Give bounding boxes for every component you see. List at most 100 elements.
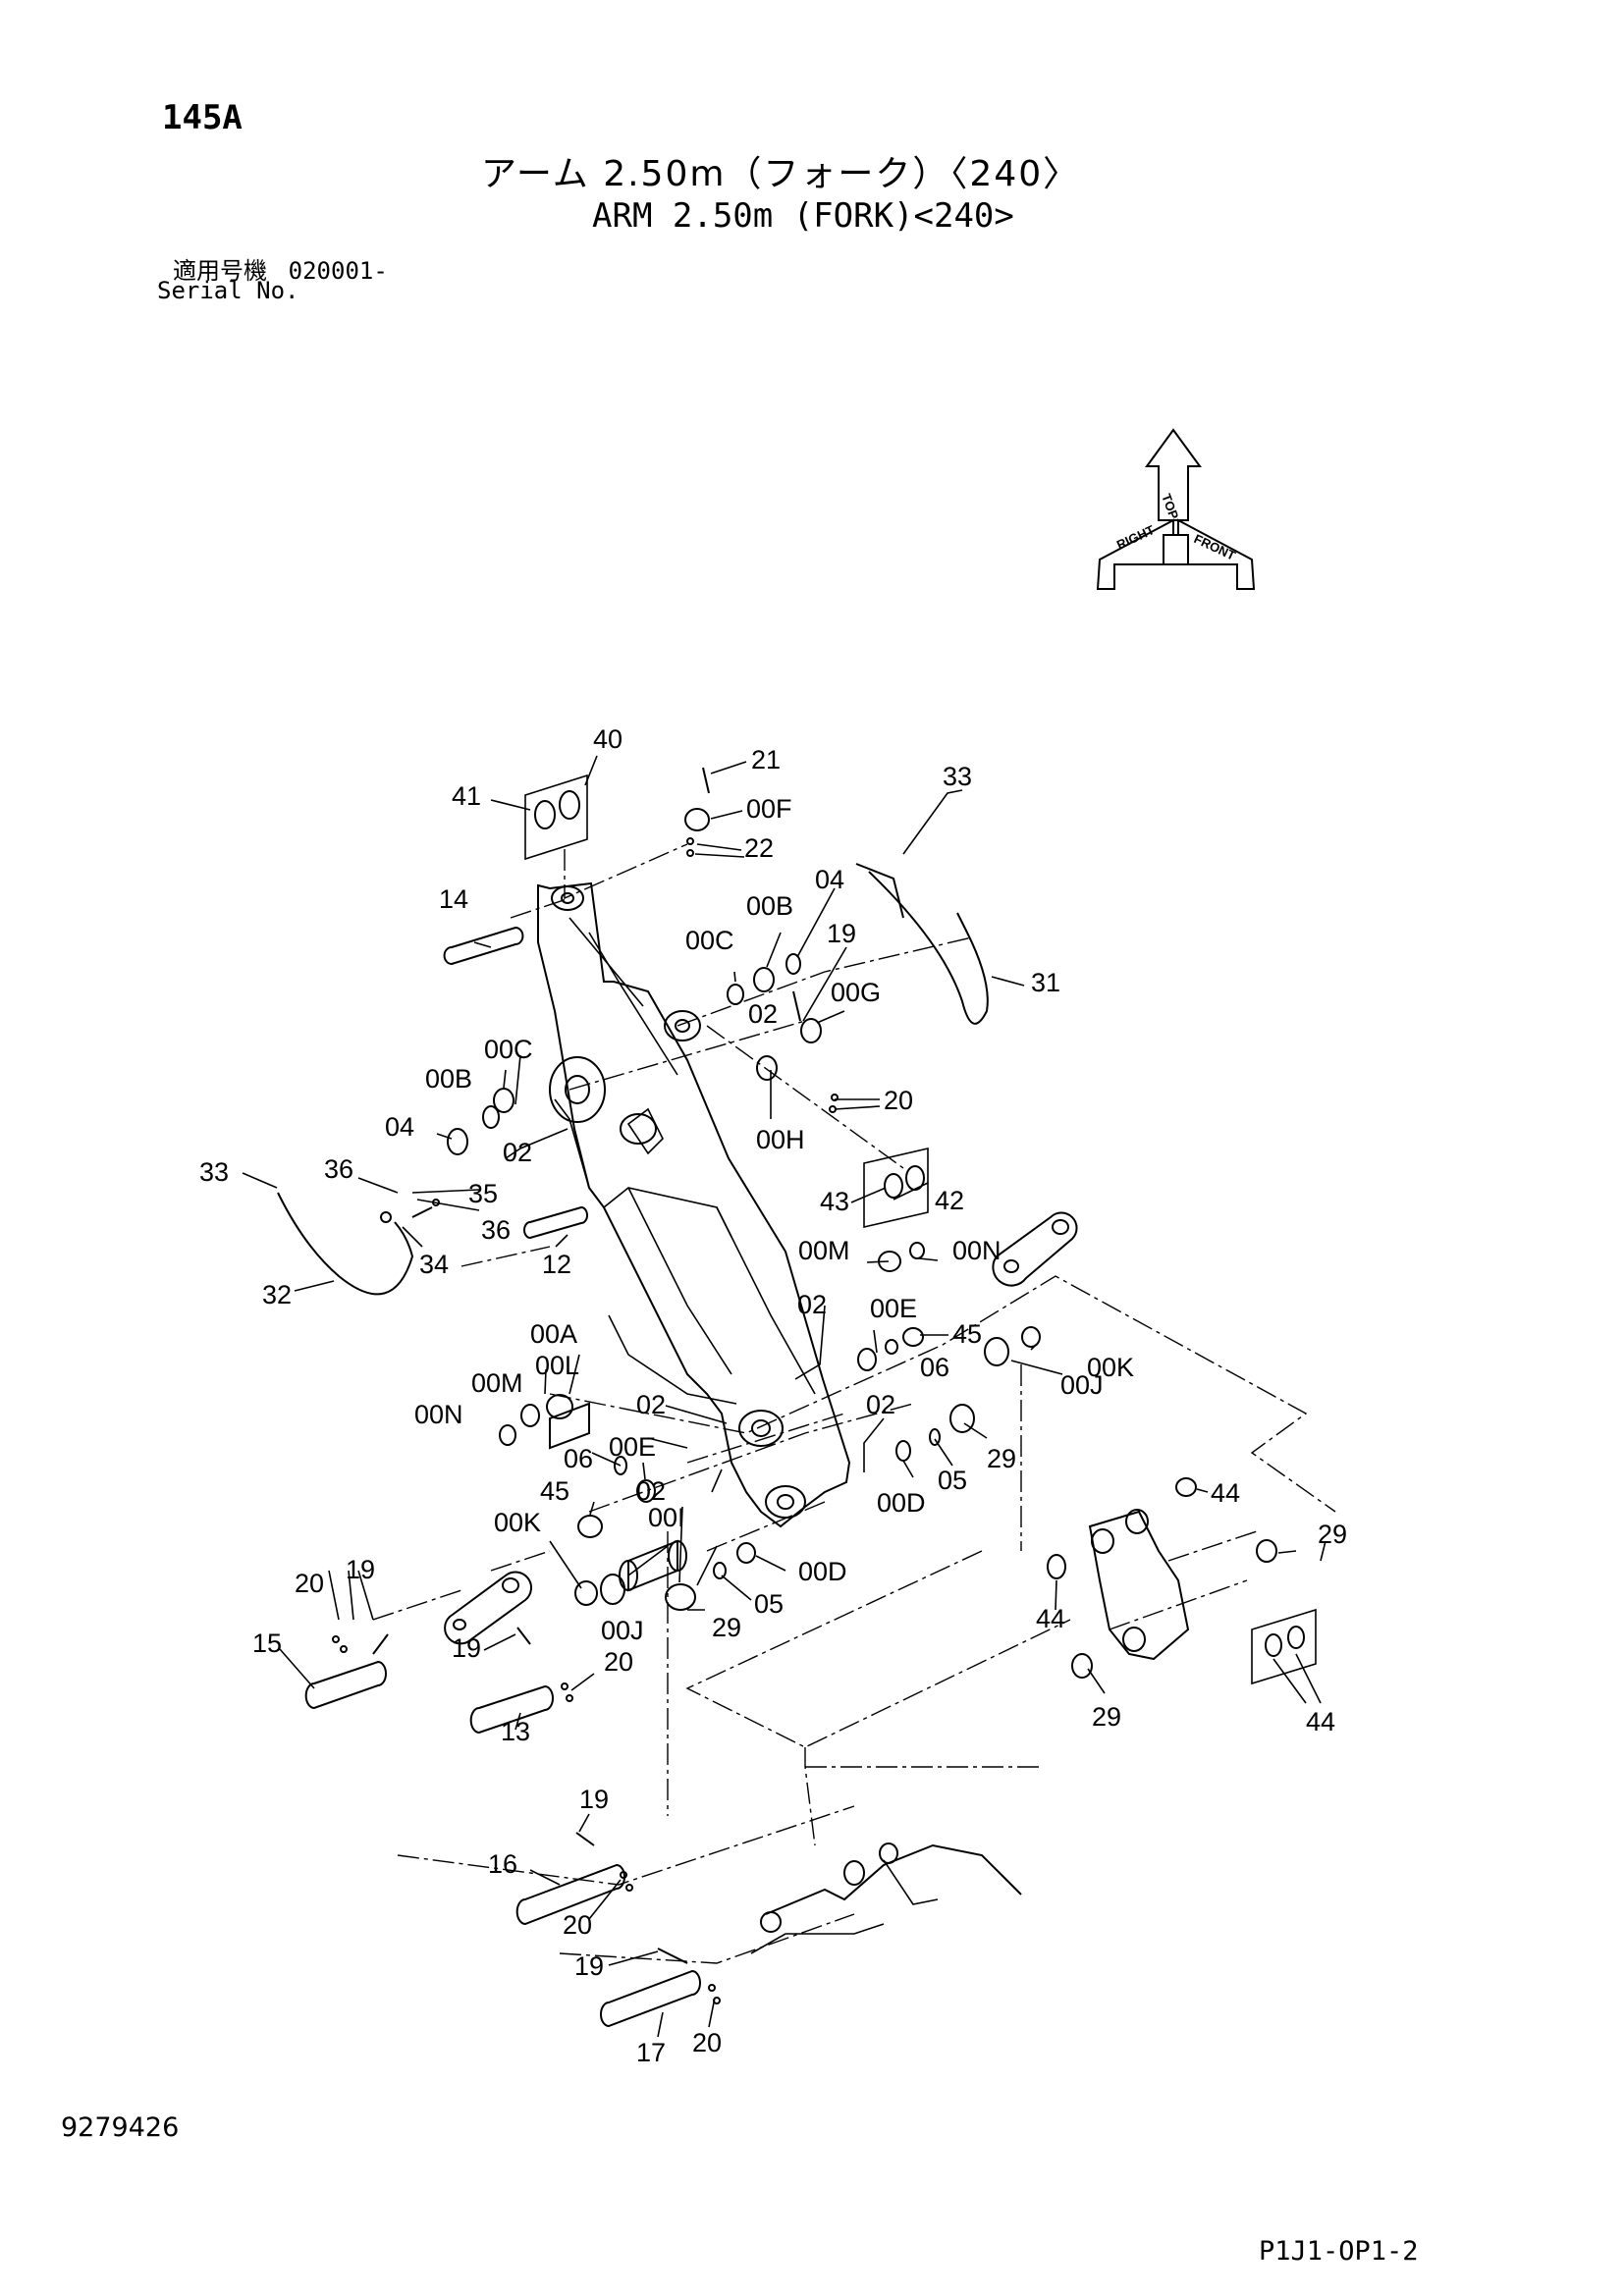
right-label: RIGHT xyxy=(1114,522,1157,553)
part-label: 36 xyxy=(481,1215,511,1245)
shim-plate-icon xyxy=(524,774,588,861)
part-label: 17 xyxy=(636,2038,666,2067)
part-label: 29 xyxy=(1318,1520,1347,1549)
part-label: 00M xyxy=(471,1368,523,1398)
leader-lines xyxy=(242,755,1326,2038)
part-label: 00C xyxy=(685,926,734,955)
orientation-indicator: TOP RIGHT FRONT xyxy=(1096,428,1256,590)
o-ring-icon xyxy=(727,984,744,1005)
part-label: 00N xyxy=(952,1236,1001,1265)
part-label: 45 xyxy=(952,1319,982,1349)
part-label: 05 xyxy=(754,1589,784,1619)
part-label: 31 xyxy=(1031,968,1060,997)
front-arrow-icon xyxy=(1163,518,1256,590)
serial-label-jp: 適用号機 xyxy=(173,257,267,285)
part-label: 22 xyxy=(744,833,774,863)
serial-label-en: Serial No. xyxy=(157,277,299,304)
part-label: 00C xyxy=(484,1035,533,1064)
seal-icon xyxy=(895,1440,911,1462)
part-label: 32 xyxy=(262,1280,292,1309)
arm-foot-pin-boss xyxy=(549,1056,606,1123)
o-ring-icon xyxy=(1071,1653,1093,1679)
part-label: 29 xyxy=(1092,1702,1121,1732)
shim-plate-icon xyxy=(863,1147,929,1229)
pin-icon xyxy=(600,1969,701,2028)
part-label: 02 xyxy=(636,1390,666,1419)
serial-applicability: 適用号機 020001- xyxy=(173,251,388,286)
document-number: 9279426 xyxy=(61,2112,180,2143)
bushing-icon xyxy=(800,1018,822,1043)
o-ring-icon xyxy=(665,1583,696,1611)
bushing-icon xyxy=(756,1055,778,1081)
arm-top-boss xyxy=(551,885,584,911)
part-label: 00K xyxy=(1087,1353,1134,1382)
part-label: 19 xyxy=(574,1951,604,1981)
pin-icon xyxy=(792,990,801,1022)
part-label: 34 xyxy=(419,1250,449,1279)
part-label: 19 xyxy=(346,1555,375,1584)
spacer-icon xyxy=(902,1327,924,1347)
part-label: 16 xyxy=(488,1849,517,1879)
shim-icon xyxy=(1047,1554,1066,1579)
pin-icon xyxy=(304,1660,387,1710)
part-label: 00D xyxy=(798,1557,847,1586)
part-label: 00B xyxy=(425,1064,472,1094)
part-label: 00J xyxy=(601,1616,644,1645)
part-label: 05 xyxy=(938,1466,967,1495)
part-label: 04 xyxy=(385,1112,414,1142)
part-label: 02 xyxy=(866,1390,895,1419)
pin-icon xyxy=(515,1863,625,1926)
part-label: 00A xyxy=(530,1319,577,1349)
part-label: 00G xyxy=(831,978,881,1007)
part-label: 41 xyxy=(452,781,481,811)
part-label: 44 xyxy=(1036,1604,1065,1633)
part-label: 20 xyxy=(563,1910,592,1940)
part-label: 00L xyxy=(535,1351,579,1380)
arm-body xyxy=(537,881,851,1528)
pin-icon xyxy=(443,926,524,966)
part-label: 20 xyxy=(604,1647,633,1677)
part-label: 29 xyxy=(987,1444,1016,1473)
part-label: 00N xyxy=(414,1400,463,1429)
o-ring-icon xyxy=(949,1404,975,1433)
part-label: 15 xyxy=(252,1629,282,1658)
part-label: 20 xyxy=(692,2028,722,2057)
part-label: 29 xyxy=(712,1613,741,1642)
part-label: 40 xyxy=(593,724,623,754)
shim-icon xyxy=(493,1088,514,1113)
part-label: 00H xyxy=(756,1125,805,1154)
part-label: 36 xyxy=(324,1154,353,1184)
pin-icon xyxy=(469,1684,554,1735)
bushing-icon xyxy=(546,1394,573,1419)
pin-link-icon xyxy=(992,1211,1078,1287)
part-label: 14 xyxy=(439,884,468,914)
part-label: 02 xyxy=(636,1476,666,1506)
part-label: 00F xyxy=(746,794,792,824)
o-ring-icon xyxy=(1021,1326,1041,1348)
o-ring-icon xyxy=(785,953,801,975)
part-label: 00K xyxy=(494,1508,541,1537)
title-japanese: アーム 2.50m（フォーク）〈240〉 xyxy=(481,154,1081,194)
bushing-icon xyxy=(984,1337,1009,1366)
shim-icon xyxy=(559,790,580,820)
part-label: 43 xyxy=(820,1187,849,1216)
seal-icon xyxy=(636,1479,656,1503)
top-label: TOP xyxy=(1159,492,1181,521)
bucket-icon xyxy=(765,1843,1022,1915)
part-label: 33 xyxy=(199,1157,229,1187)
part-label: 00B xyxy=(746,891,793,921)
part-label: 02 xyxy=(503,1138,532,1167)
part-label: 19 xyxy=(827,919,856,948)
o-ring-icon xyxy=(499,1424,516,1446)
part-label: 20 xyxy=(884,1086,913,1115)
part-label: 00D xyxy=(877,1488,926,1518)
part-label: 33 xyxy=(943,762,972,791)
shim-icon xyxy=(1175,1477,1197,1497)
part-label: 00I xyxy=(648,1503,685,1532)
part-label: 13 xyxy=(501,1717,530,1746)
part-label: 02 xyxy=(797,1290,827,1319)
page-code: 145A xyxy=(162,98,243,137)
bushing-icon xyxy=(600,1574,625,1605)
part-label: 20 xyxy=(295,1569,324,1598)
